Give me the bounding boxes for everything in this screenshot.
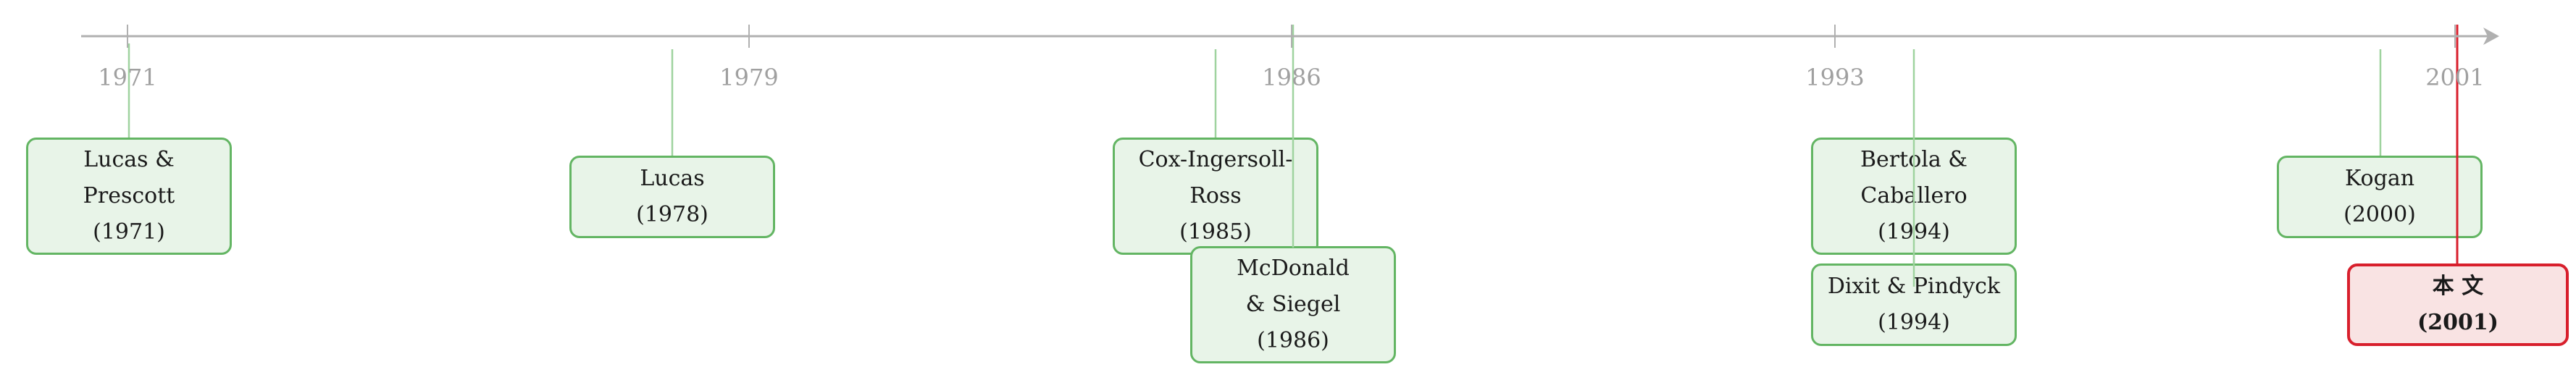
event-card: Cox-Ingersoll- Ross (1985): [1113, 138, 1318, 255]
event-card-line: Dixit & Pindyck: [1827, 274, 2001, 299]
event-card: Kogan (2000): [2277, 156, 2483, 238]
event-card-line: (1994): [1878, 219, 1950, 245]
event-card-line: Kogan: [2344, 166, 2415, 191]
event-card: Bertola & Caballero (1994): [1811, 138, 2017, 255]
event-card: Lucas & Prescott (1971): [26, 138, 232, 255]
tick-label: 2001: [2425, 64, 2484, 91]
event-card-line: Cox-Ingersoll-: [1138, 147, 1293, 172]
event-card: Lucas (1978): [569, 156, 775, 238]
tick-label: 1986: [1262, 64, 1321, 91]
event-card-line: (1986): [1257, 328, 1329, 353]
event-card-line: (1994): [1878, 310, 1950, 335]
event-card-line: & Siegel: [1245, 292, 1341, 317]
event-card-line: (1985): [1179, 219, 1252, 245]
event-card-line: 本 文: [2432, 274, 2484, 299]
event-card-line: (2001): [2417, 310, 2498, 335]
event-card-line: (2000): [2343, 202, 2416, 227]
event-card-line: Lucas: [640, 166, 705, 191]
timeline-arrowhead: [2483, 28, 2499, 45]
event-card-line: Bertola &: [1860, 147, 1967, 172]
event-card-line: McDonald: [1237, 256, 1350, 281]
tick-label: 1971: [98, 64, 156, 91]
tick-label: 1993: [1805, 64, 1864, 91]
event-card-line: Caballero: [1860, 183, 1967, 208]
event-card-line: (1978): [636, 202, 708, 227]
event-card-line: (1971): [93, 219, 165, 245]
event-card: Dixit & Pindyck (1994): [1811, 263, 2017, 346]
tick-label: 1979: [719, 64, 778, 91]
event-card-line: Ross: [1189, 183, 1242, 208]
event-card-line: Prescott: [83, 183, 175, 208]
event-card-line: Lucas &: [83, 147, 175, 172]
axis-ticks: 1971 1979 1986 1993 2001: [98, 25, 2485, 91]
event-card-highlight: 本 文 (2001): [2347, 263, 2569, 346]
event-card: McDonald & Siegel (1986): [1190, 246, 1396, 363]
